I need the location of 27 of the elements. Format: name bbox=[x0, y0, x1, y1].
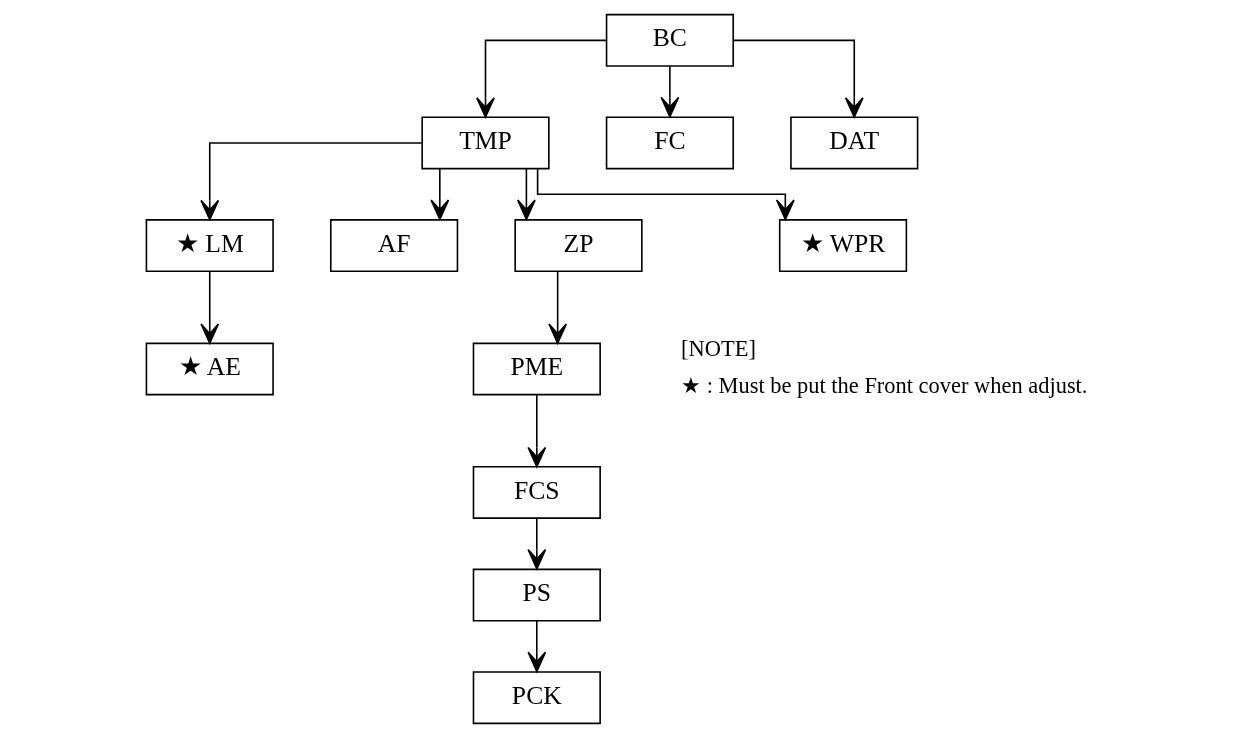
arrow bbox=[659, 65, 679, 118]
label: ★ : Must be put the Front cover when adjust. bbox=[680, 373, 1087, 399]
node-box: BC bbox=[605, 13, 734, 67]
arrow bbox=[732, 39, 864, 118]
node-box: AF bbox=[329, 219, 458, 272]
node-box: TMP bbox=[420, 116, 550, 170]
node-box: ZP bbox=[513, 219, 643, 272]
arrow bbox=[429, 168, 449, 221]
arrow bbox=[516, 168, 536, 221]
node-box: ★ AE bbox=[145, 342, 274, 396]
arrow bbox=[526, 394, 546, 468]
arrow bbox=[199, 142, 422, 221]
arrow bbox=[547, 270, 567, 345]
node-box: FC bbox=[605, 116, 734, 170]
arrow bbox=[536, 168, 795, 221]
arrow bbox=[526, 517, 546, 570]
node-box: FCS bbox=[472, 466, 601, 519]
node-box: ★ WPR bbox=[778, 219, 907, 272]
node-box: PS bbox=[472, 568, 601, 622]
arrow bbox=[475, 39, 607, 118]
arrow bbox=[526, 620, 546, 673]
node-box: PCK bbox=[472, 671, 601, 725]
node-box: ★ LM bbox=[145, 219, 274, 272]
node-box: DAT bbox=[789, 116, 918, 170]
arrow bbox=[199, 270, 219, 345]
node-box: PME bbox=[472, 342, 601, 396]
label: [NOTE] bbox=[680, 336, 756, 362]
